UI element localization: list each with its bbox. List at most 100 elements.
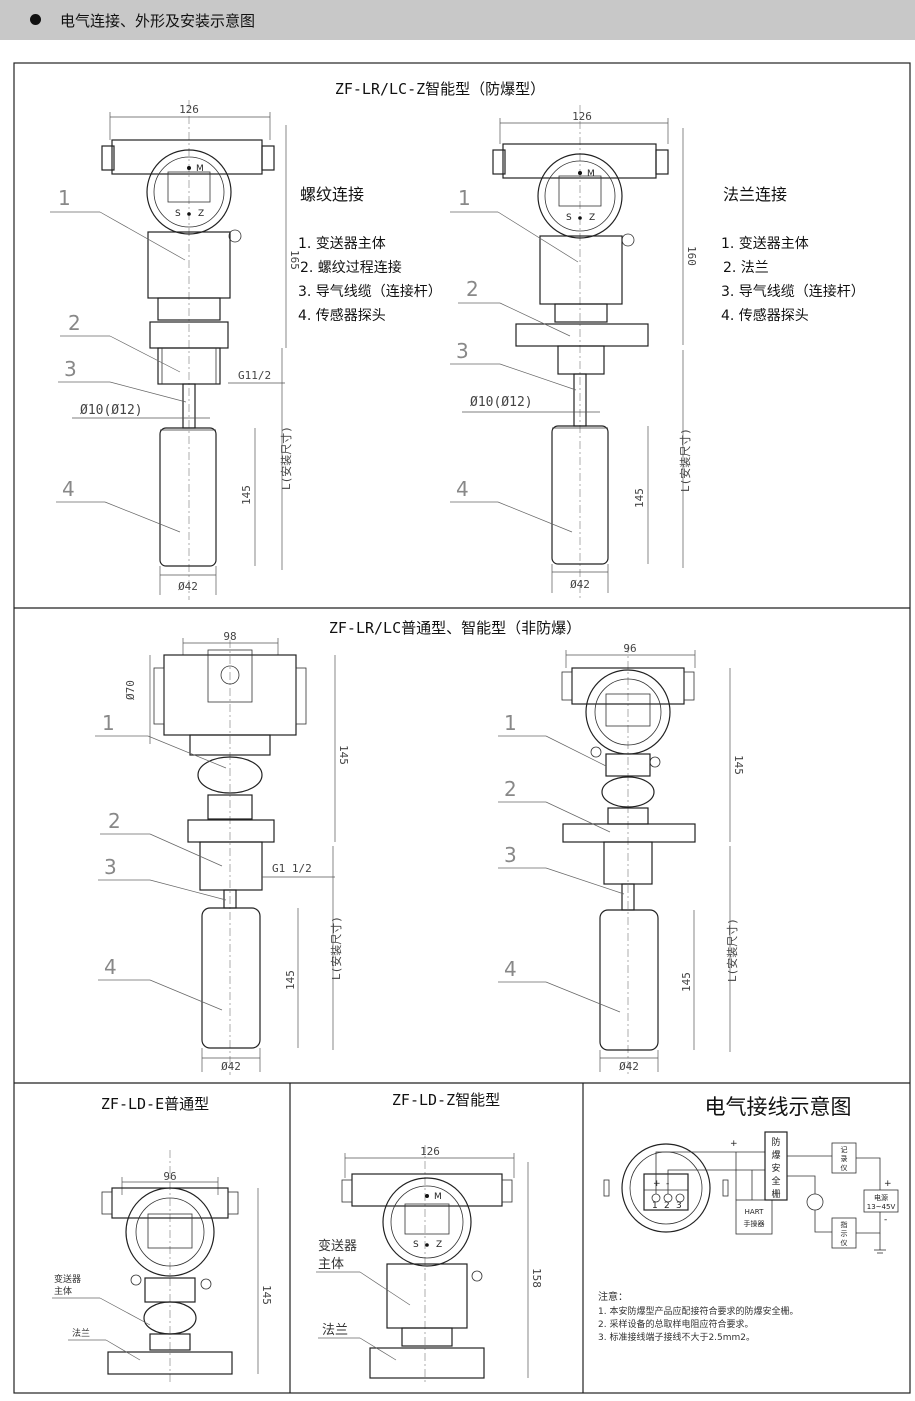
part-number-1: 1: [458, 186, 471, 210]
drawing-general-flange: 96 145 145 L(安装尺寸) Ø42 1 2 3 4: [498, 642, 745, 1075]
bullet-icon: [30, 14, 41, 25]
part-number-4: 4: [104, 955, 117, 979]
part-number-4: 4: [456, 477, 469, 501]
dim-general-left-height: 145: [337, 745, 350, 765]
dim-flange-probe-len: 145: [633, 488, 646, 508]
indicator-char-2: 示: [841, 1230, 848, 1238]
ld-e-label-body-2: 主体: [54, 1285, 72, 1297]
power-label-1: 电源: [874, 1193, 888, 1202]
recorder-char-2: 录: [841, 1155, 848, 1163]
svg-text:M: M: [196, 164, 204, 174]
terminal-2: 2: [664, 1201, 670, 1211]
part-number-2: 2: [466, 277, 479, 301]
section-header: 电气连接、外形及安装示意图: [0, 0, 915, 40]
dim-general-right-width: 96: [623, 642, 636, 655]
flange-legend-3: 3. 导气线缆（连接杆）: [721, 283, 865, 300]
flange-legend-1: 1. 变送器主体: [721, 236, 809, 252]
recorder-char-1: 记: [841, 1146, 848, 1154]
part-number-4: 4: [62, 477, 75, 501]
dim-flange-width: 126: [572, 110, 592, 123]
svg-text:Z: Z: [589, 213, 595, 223]
dim-flange-probe-dia: Ø42: [570, 578, 590, 591]
dim-threaded-rod: Ø10(Ø12): [80, 403, 143, 418]
svg-text:Z: Z: [198, 209, 204, 219]
dim-flange-rod: Ø10(Ø12): [470, 395, 533, 410]
section-title-explosion-proof: ZF-LR/LC-Z智能型（防爆型）: [335, 80, 545, 98]
note-2: 2. 采样设备的总取样电阻应符合要求。: [598, 1318, 753, 1330]
dim-general-left-probe-len: 145: [284, 970, 297, 990]
ld-e-label-body-1: 变送器: [54, 1273, 81, 1285]
part-number-2: 2: [108, 809, 121, 833]
section-title-ld-z: ZF-LD-Z智能型: [392, 1091, 500, 1109]
power-minus: -: [884, 1215, 887, 1225]
part-number-3: 3: [104, 855, 117, 879]
dim-ld-z-width: 126: [420, 1145, 440, 1158]
flange-heading: 法兰连接: [723, 185, 787, 204]
dim-general-left-dia: Ø70: [124, 680, 137, 700]
hart-label-2: 手操器: [744, 1219, 765, 1228]
part-number-3: 3: [64, 357, 77, 381]
dim-general-right-probe-len: 145: [680, 972, 693, 992]
drawing-frame: [13, 62, 911, 1394]
barrier-char-2: 爆: [771, 1149, 780, 1161]
ld-z-label-body-1: 变送器: [318, 1238, 357, 1254]
barrier-char-5: 栅: [771, 1188, 780, 1200]
drawing-ld-e: 96 145 变送器 主体 法兰: [52, 1150, 273, 1385]
dim-flange-install: L(安装尺寸): [678, 428, 692, 492]
svg-text:M: M: [587, 169, 595, 179]
threaded-legend-2: 2. 螺纹过程连接: [300, 259, 402, 276]
svg-text:Z: Z: [436, 1240, 442, 1250]
dim-threaded-width: 126: [179, 103, 199, 116]
dim-flange-height: 160: [685, 246, 698, 266]
dim-threaded-probe-len: 145: [240, 485, 253, 505]
terminal-3: 3: [676, 1201, 682, 1211]
ld-z-label-body-2: 主体: [318, 1257, 344, 1272]
terminal-plus: +: [653, 1179, 661, 1189]
note-3: 3. 标准接线端子接线不大于2.5mm2。: [598, 1331, 755, 1343]
drawing-flange-transmitter: 126 M S Z 160 Ø10(Ø12) 145 L(安装尺寸) Ø42 1: [450, 105, 698, 600]
dim-ld-z-height: 158: [530, 1268, 543, 1288]
section-title-ld-e: ZF-LD-E普通型: [101, 1095, 209, 1113]
dim-general-left-probe-dia: Ø42: [221, 1060, 241, 1073]
hart-label-1: HART: [745, 1208, 764, 1216]
barrier-char-1: 防: [771, 1136, 780, 1148]
threaded-legend-1: 1. 变送器主体: [298, 236, 386, 252]
part-number-3: 3: [504, 843, 517, 867]
threaded-legend-3: 3. 导气线缆（连接杆）: [298, 283, 442, 300]
flange-legend-2: 2. 法兰: [723, 260, 769, 276]
dim-threaded-thread: G11/2: [238, 369, 271, 382]
dim-ld-e-width: 96: [163, 1170, 176, 1183]
notes-title: 注意：: [598, 1290, 628, 1303]
dim-threaded-install: L(安装尺寸): [279, 426, 293, 490]
threaded-heading: 螺纹连接: [300, 185, 364, 204]
svg-text:S: S: [413, 1240, 419, 1250]
barrier-char-3: 安: [771, 1162, 780, 1174]
barrier-char-4: 全: [771, 1175, 780, 1187]
drawing-threaded-transmitter: 126 M S Z 165 G11/2 Ø10(Ø12) 145: [50, 100, 301, 600]
dim-ld-e-height: 145: [260, 1285, 273, 1305]
power-plus: +: [884, 1179, 892, 1189]
part-number-1: 1: [504, 711, 517, 735]
drawing-ld-z: 126 M S Z 158 变送器 主体 法兰: [316, 1145, 543, 1385]
dim-general-left-install: L(安装尺寸): [329, 916, 343, 980]
flange-legend-4: 4. 传感器探头: [721, 307, 809, 324]
part-number-4: 4: [504, 957, 517, 981]
dim-general-left-width: 98: [223, 630, 236, 643]
dim-general-right-probe-dia: Ø42: [619, 1060, 639, 1073]
section-header-title: 电气连接、外形及安装示意图: [60, 12, 256, 30]
threaded-legend-4: 4. 传感器探头: [298, 307, 386, 324]
ld-e-label-flange: 法兰: [72, 1327, 90, 1339]
part-number-1: 1: [102, 711, 115, 735]
section-title-general: ZF-LR/LC普通型、智能型（非防爆）: [329, 619, 581, 637]
dim-threaded-probe-dia: Ø42: [178, 580, 198, 593]
dim-general-right-install: L(安装尺寸): [725, 918, 739, 982]
dim-general-right-height: 145: [732, 755, 745, 775]
drawing-general-threaded: 98 Ø70 145 G1 1/2 145 L(安装尺寸) Ø42 1 2 3 …: [95, 630, 350, 1075]
dim-threaded-height: 165: [288, 250, 301, 270]
wiring-diagram: + - 1 2 3 + HART 手操器 防 爆 安 全 栅 记 录 仪 指 示…: [598, 1131, 899, 1343]
part-number-2: 2: [504, 777, 517, 801]
svg-text:S: S: [566, 213, 572, 223]
part-number-1: 1: [58, 186, 71, 210]
svg-text:S: S: [175, 209, 181, 219]
